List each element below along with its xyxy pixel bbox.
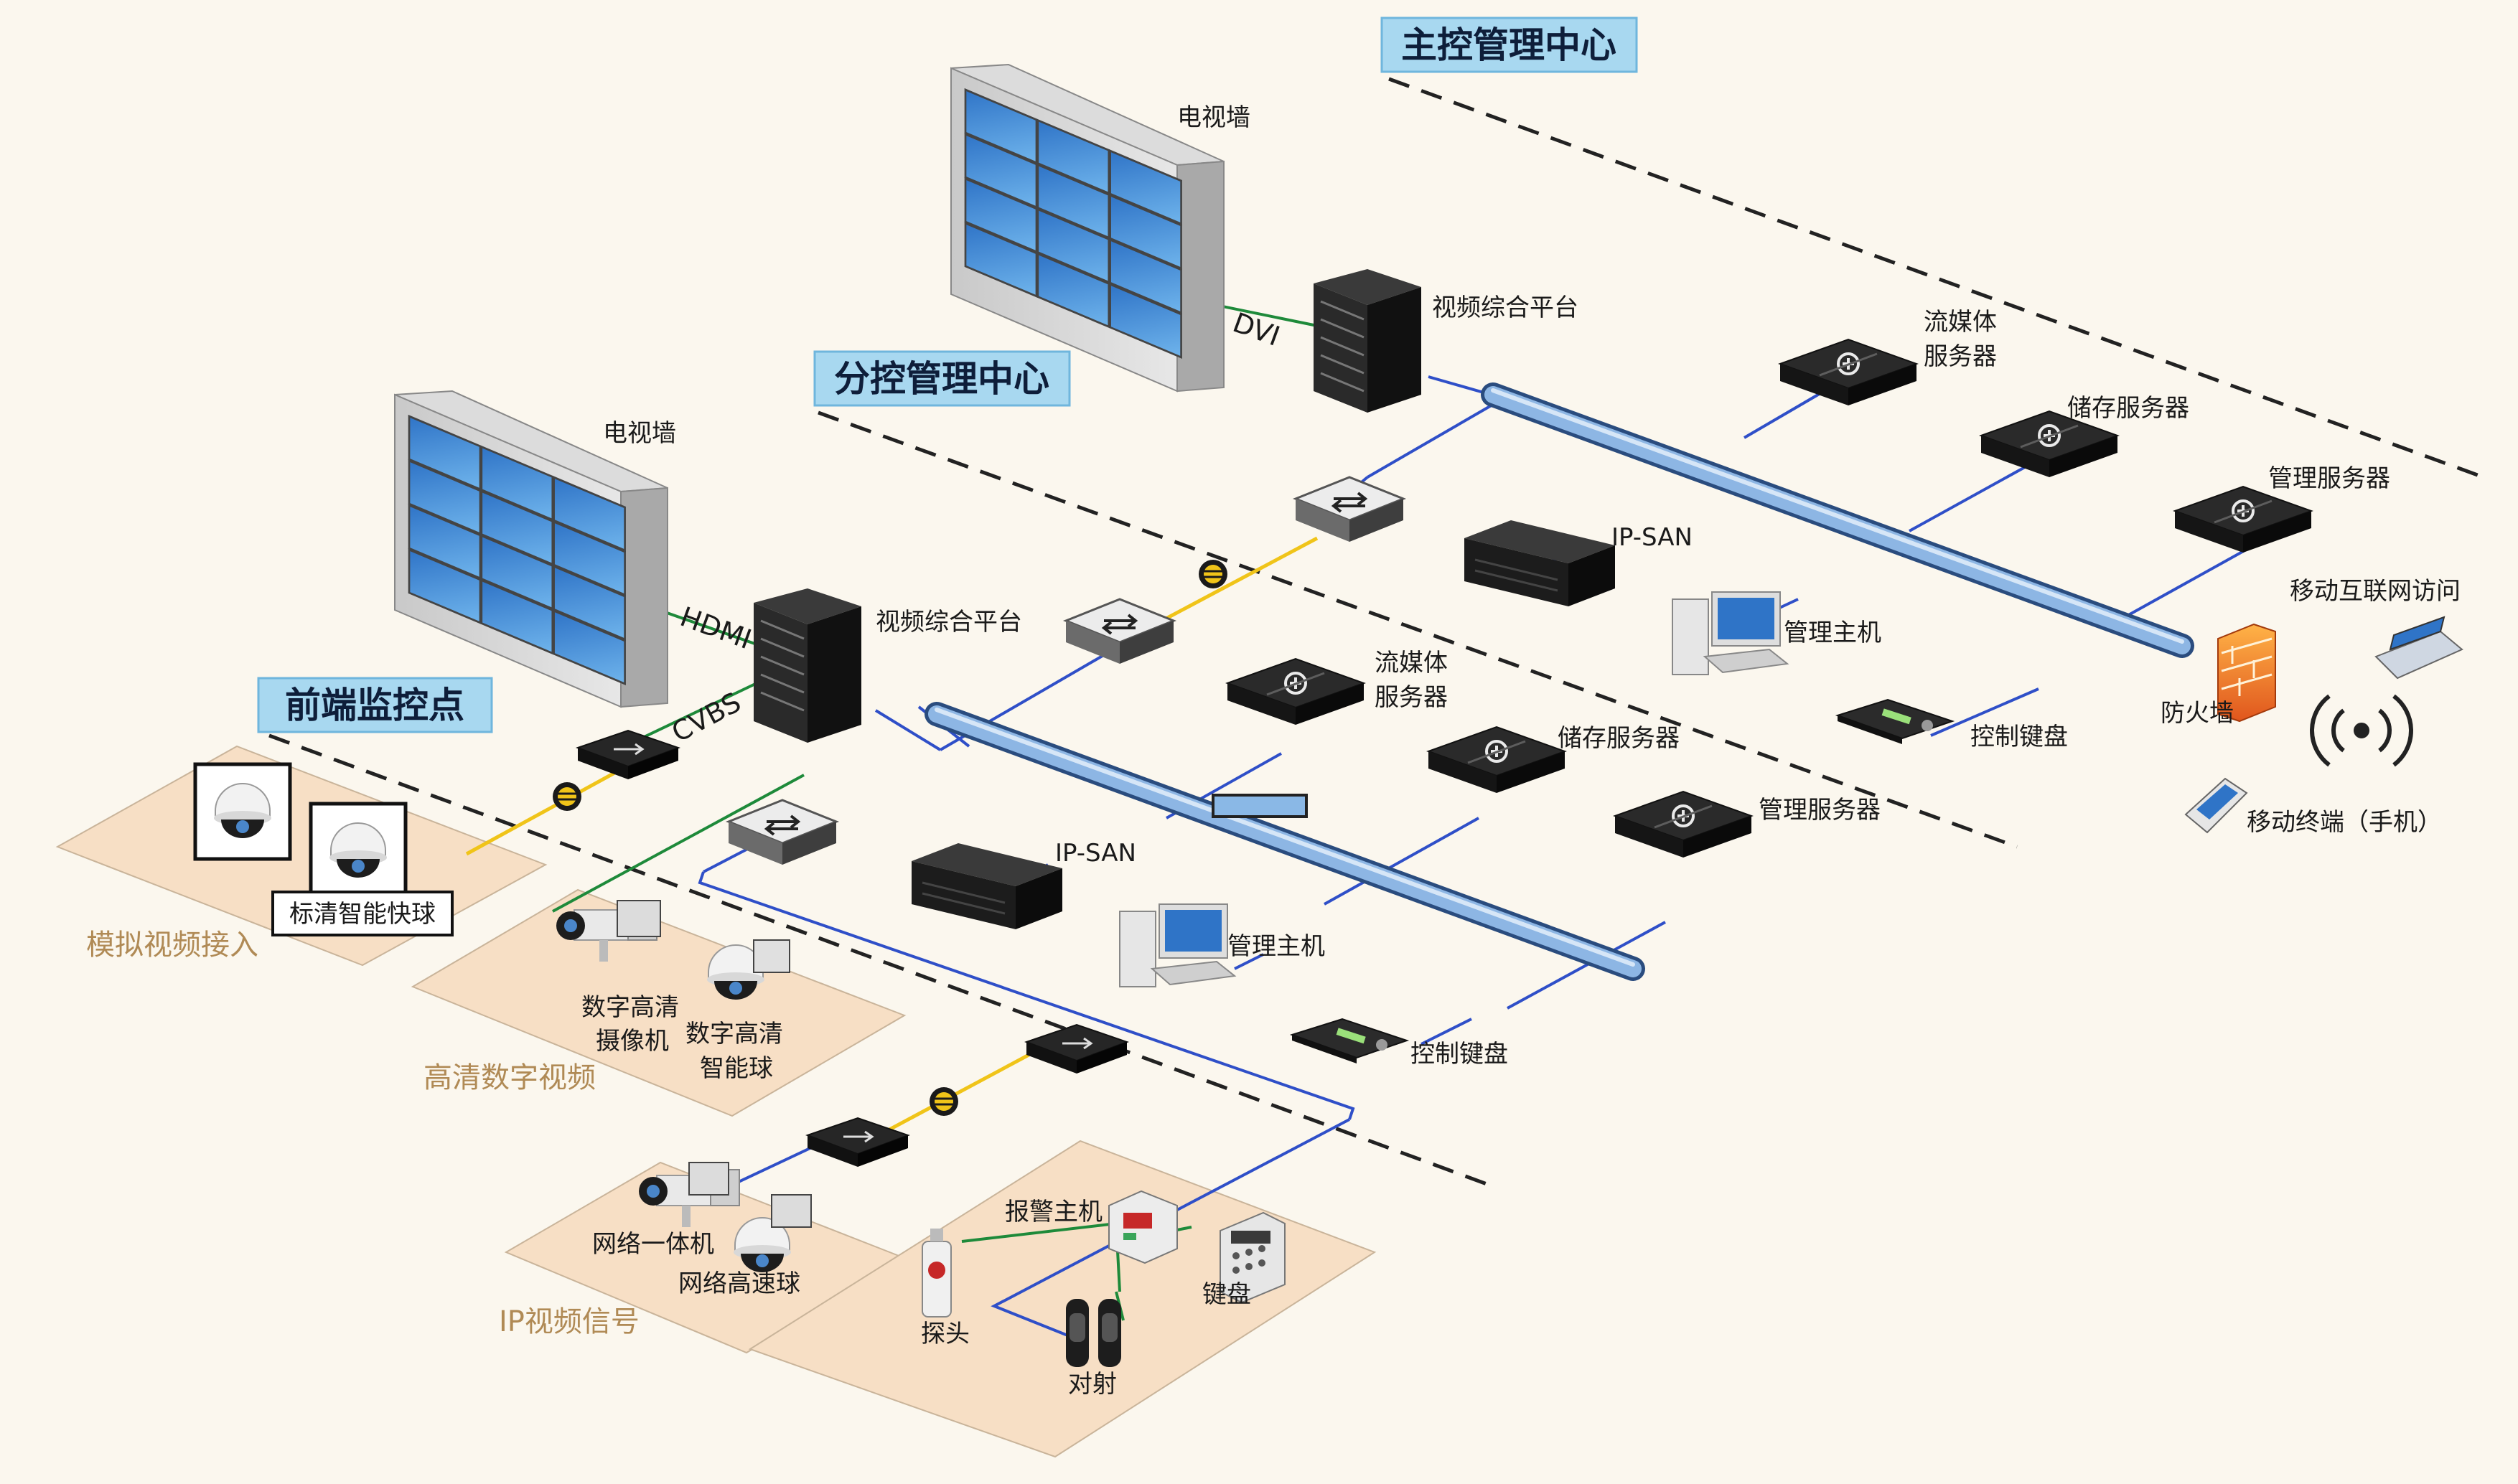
sub-backbone-pipe — [925, 702, 1645, 981]
sd-dome-camera-right — [309, 802, 408, 901]
sd-dome-label: 标清智能快球 — [289, 900, 436, 929]
fiber-connector-icon — [1197, 558, 1229, 590]
sub-mgmt-server-label: 管理服务器 — [1759, 796, 1881, 825]
main-video-platform — [1314, 269, 1421, 413]
ip-encoder-lower-icon — [806, 1117, 909, 1168]
keypad-label: 键盘 — [1202, 1280, 1251, 1309]
ip-zone-label: IP视频信号 — [499, 1305, 640, 1338]
main-keyboard-icon — [1837, 699, 1953, 745]
sub-platform-label: 视频综合平台 — [876, 608, 1022, 637]
probe-label: 探头 — [921, 1320, 970, 1348]
main-platform-label: 视频综合平台 — [1432, 293, 1578, 322]
hd-dome-label-1: 数字高清 — [685, 1020, 783, 1048]
ip-encoder-upper-icon — [1025, 1023, 1128, 1075]
sub-switch-icon — [1064, 598, 1175, 665]
hd-zone-floor — [411, 888, 907, 1117]
sub-stream-label-1: 流媒体 — [1375, 649, 1448, 677]
alarm-host-icon — [1108, 1190, 1178, 1264]
hd-dome-icon — [706, 939, 790, 1000]
sub-center-title: 分控管理中心 — [834, 358, 1049, 400]
sub-storage-server-icon — [1427, 725, 1566, 794]
main-center-section: 主控管理中心 — [1380, 17, 1638, 73]
wireless-signal-icon — [2310, 694, 2413, 767]
hd-zone-label: 高清数字视频 — [423, 1061, 596, 1094]
mobile-phone-icon — [2184, 777, 2248, 834]
sub-host-icon — [1119, 903, 1235, 987]
main-stream-server-icon — [1779, 338, 1918, 407]
alarm-probe-icon — [922, 1229, 952, 1318]
main-keyboard-label: 控制键盘 — [1970, 723, 2068, 751]
hd-camera-label-1: 数字高清 — [581, 993, 679, 1022]
sub-stream-label-2: 服务器 — [1375, 683, 1448, 712]
sub-ipsan-icon — [910, 842, 1064, 931]
hd-dome-label-2: 智能球 — [700, 1054, 773, 1083]
front-switch-icon — [727, 799, 838, 866]
sub-video-platform — [754, 588, 861, 743]
main-center-title: 主控管理中心 — [1401, 24, 1616, 66]
beam-detector-icon — [1066, 1299, 1121, 1367]
hdmi-label: HDMI — [676, 601, 756, 655]
fiber-connector-icon — [928, 1086, 960, 1117]
main-ipsan-icon — [1463, 519, 1616, 608]
main-ipsan-label: IP-SAN — [1611, 523, 1693, 552]
alarm-zone-floor — [748, 1140, 1377, 1458]
alarm-keypad-icon — [1220, 1211, 1286, 1304]
beam-label: 对射 — [1068, 1370, 1117, 1399]
sub-ipsan-label: IP-SAN — [1055, 839, 1136, 868]
sub-center-section: 分控管理中心 — [813, 350, 1071, 407]
cvbs-label: CVBS — [667, 686, 746, 748]
analog-encoder-icon — [576, 729, 680, 781]
sub-keyboard-icon — [1291, 1018, 1408, 1064]
main-switch-icon — [1294, 476, 1405, 543]
main-tv-wall-label: 电视墙 — [1177, 103, 1250, 132]
main-backbone-pipe — [1481, 382, 2194, 658]
main-stream-label-1: 流媒体 — [1924, 308, 1997, 337]
alarm-host-label: 报警主机 — [1005, 1198, 1103, 1226]
sub-center-divider — [818, 410, 2018, 849]
sub-host-label: 管理主机 — [1227, 932, 1325, 961]
dvi-label: DVI — [1229, 306, 1284, 352]
analog-zone-label: 模拟视频接入 — [86, 929, 258, 962]
firewall-icon — [2217, 623, 2276, 723]
hd-camera-icon — [556, 900, 661, 962]
network-dome-label: 网络高速球 — [678, 1269, 800, 1298]
main-host-icon — [1672, 591, 1788, 675]
main-mgmt-server-icon — [2173, 485, 2313, 554]
main-mgmt-server-label: 管理服务器 — [2268, 464, 2390, 493]
network-dome-icon — [733, 1194, 812, 1273]
sub-keyboard-label: 控制键盘 — [1410, 1040, 1508, 1069]
mobile-internet-laptop-icon — [2374, 616, 2463, 680]
front-section: 前端监控点 — [257, 677, 493, 733]
sub-tv-wall-label: 电视墙 — [603, 419, 676, 448]
main-center-divider — [1388, 77, 2484, 479]
firewall-label: 防火墙 — [2161, 699, 2234, 728]
sub-stream-server-icon — [1226, 657, 1365, 726]
network-camera-label: 网络一体机 — [592, 1230, 714, 1259]
front-divider — [268, 733, 1497, 1190]
network-camera-icon — [638, 1162, 740, 1228]
sub-storage-label: 储存服务器 — [1558, 724, 1680, 753]
main-host-label: 管理主机 — [1784, 619, 1881, 647]
main-tv-wall — [950, 63, 1225, 393]
main-storage-label: 储存服务器 — [2067, 394, 2189, 423]
sub-tv-wall — [394, 390, 668, 708]
sd-dome-camera-left — [193, 762, 292, 861]
sd-dome-label-box — [271, 891, 454, 936]
mobile-terminal-label: 移动终端（手机） — [2247, 808, 2442, 837]
mobile-internet-label: 移动互联网访问 — [2290, 577, 2461, 606]
main-stream-label-2: 服务器 — [1924, 342, 1997, 371]
link-bar — [1212, 794, 1308, 818]
sub-mgmt-server-icon — [1614, 790, 1753, 859]
front-title: 前端监控点 — [285, 685, 464, 726]
fiber-connector-icon — [551, 781, 583, 812]
hd-camera-label-2: 摄像机 — [596, 1027, 669, 1056]
